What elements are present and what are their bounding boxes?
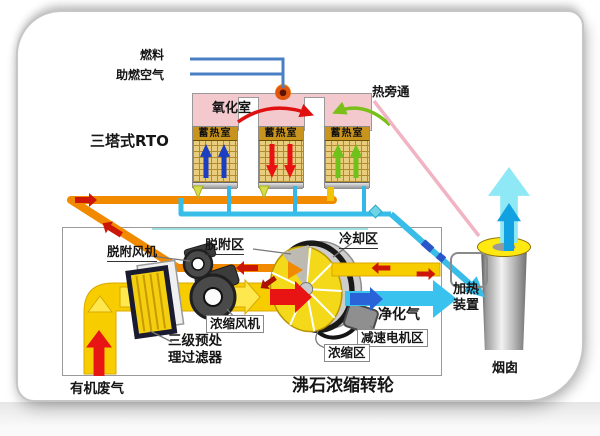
burner-flame-icon <box>275 84 291 100</box>
tower-3-base <box>325 182 369 189</box>
desorption-fan-label: 脱附风机 <box>107 241 158 262</box>
purified-gas-label: 净化气 <box>378 307 420 323</box>
tower-3-label: 蓄热室 <box>325 127 369 141</box>
prefilter-line2: 理过滤器 <box>168 349 222 366</box>
heater-label: 加热 装置 <box>453 282 479 315</box>
stack-chimney <box>480 246 528 350</box>
oxidation-chamber-label: 氧化室 <box>212 101 252 116</box>
stack-label: 烟囱 <box>492 361 519 376</box>
concentration-fan-label: 浓缩风机 <box>206 315 265 333</box>
up-flow-arrow <box>332 144 344 178</box>
prefilter-label: 三级预处 理过滤器 <box>168 333 222 367</box>
prefilter-line1: 三级预处 <box>168 333 222 349</box>
combustion-air-label: 助燃空气 <box>116 68 165 82</box>
tower-1-label: 蓄热室 <box>193 127 237 141</box>
up-flow-arrow <box>350 144 362 178</box>
cooling-zone-label: 冷却区 <box>339 228 379 249</box>
down-flow-arrow <box>284 144 296 178</box>
rto-tower-1: 蓄热室 <box>192 126 238 189</box>
inlet-label: 有机废气 <box>70 381 124 397</box>
tower-2-media <box>259 141 303 182</box>
fuel-label: 燃料 <box>140 48 165 62</box>
rto-tower-2: 蓄热室 <box>258 126 304 189</box>
heater-line2: 装置 <box>453 298 480 314</box>
tower-gap <box>304 97 325 131</box>
tower-3-media <box>325 141 369 182</box>
down-flow-arrow <box>266 144 278 178</box>
desorption-zone-label: 脱附区 <box>205 234 245 255</box>
page-shadow-strip <box>0 402 600 436</box>
rto-title-label: 三塔式RTO <box>90 132 169 150</box>
hot-bypass-label: 热旁通 <box>372 84 410 99</box>
up-flow-arrow <box>200 144 212 178</box>
concentration-zone-label: 浓缩区 <box>324 344 370 362</box>
wheel-caption: 沸石浓缩转轮 <box>292 376 394 396</box>
rto-tower-3: 蓄热室 <box>324 126 370 189</box>
up-flow-arrow <box>218 144 230 178</box>
tower-2-base <box>259 182 303 189</box>
tower-1-base <box>193 182 237 189</box>
tower-2-label: 蓄热室 <box>259 127 303 141</box>
heater-line1: 加热 <box>453 282 480 297</box>
tower-1-media <box>193 141 237 182</box>
